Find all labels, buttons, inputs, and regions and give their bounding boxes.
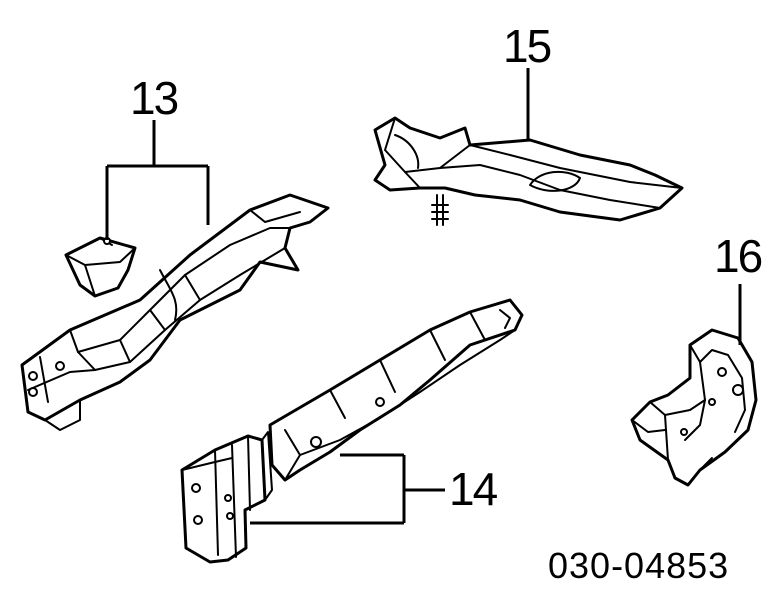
callout-13: 13 <box>130 72 178 124</box>
callout-13-leader <box>105 120 210 240</box>
callout-14-leader <box>250 453 445 525</box>
part-14-plate <box>180 431 273 564</box>
part-13-front-rail <box>20 193 330 431</box>
callout-15: 15 <box>503 20 551 72</box>
part-16-bracket <box>630 328 758 487</box>
callout-14: 14 <box>449 463 498 515</box>
callout-16: 16 <box>714 230 762 282</box>
part-14-side-member <box>268 298 524 482</box>
diagram-reference-number: 030-04853 <box>548 545 729 586</box>
part-15-rear-rail <box>373 116 684 226</box>
part-13-bracket <box>64 236 137 298</box>
